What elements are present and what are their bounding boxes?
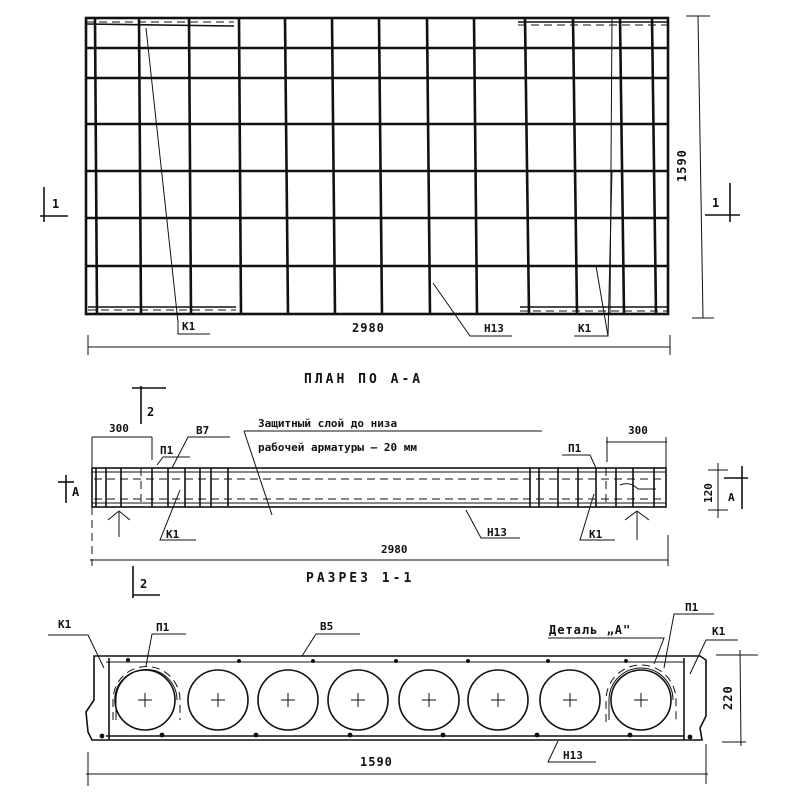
view-marker-a-left: А (58, 475, 80, 503)
end-zone-left-dimension: 300 (91, 422, 153, 467)
end-zone-right-dimension: 300 (606, 424, 667, 468)
plan-view: К1 Н13 К1 2980 1590 1 1 ПЛАН ПО А-А (40, 15, 740, 387)
void-2 (187, 669, 249, 731)
plan-width-label: 1590 (675, 149, 689, 182)
section-1-1-height-dimension: 120 (702, 463, 728, 518)
leader-note (243, 430, 273, 516)
void-4 (327, 669, 389, 731)
void-5 (398, 669, 460, 731)
plan-callout-n13: Н13 (484, 322, 504, 335)
s22-callout-k1-left: К1 (58, 618, 72, 631)
plan-length-label: 2980 (352, 321, 385, 335)
s11-callout-k1-right: К1 (589, 528, 603, 541)
svg-text:1590: 1590 (360, 755, 393, 769)
svg-text:2980: 2980 (381, 543, 408, 556)
section-2-2-height-dimension: 220 (716, 649, 758, 747)
section-2-2-width-dimension: 1590 (86, 744, 708, 786)
hollow-core-voids (114, 669, 672, 731)
section-1-1-stirrups-right (529, 468, 656, 507)
p1-loop-right (605, 664, 677, 722)
cover-note-line2: рабочей арматуры — 20 мм (258, 441, 417, 454)
view-marker-a-right: А (724, 466, 748, 509)
svg-text:120: 120 (702, 483, 715, 503)
void-3 (257, 669, 319, 731)
section-1-1-view: 2 2 А 300 300 (58, 386, 748, 598)
section-marker-1-right: 1 (705, 183, 740, 222)
s11-callout-p1-left: П1 (160, 444, 174, 457)
s22-callout-p1-left: П1 (156, 621, 170, 634)
svg-text:А: А (728, 491, 735, 504)
void-7 (539, 669, 601, 731)
plan-width-dimension: 1590 (675, 15, 714, 319)
svg-text:300: 300 (628, 424, 648, 437)
section-marker-1-left: 1 (40, 187, 68, 222)
s11-callout-p1-right: П1 (568, 442, 582, 455)
section-2-2-outline (85, 655, 707, 741)
support-arrows (107, 510, 650, 540)
section-1-1-title: РАЗРЕЗ 1-1 (306, 571, 414, 586)
section-marker-2-bottom: 2 (132, 566, 160, 598)
void-8 (610, 669, 672, 731)
plan-k1-frames (85, 21, 668, 312)
void-6 (467, 669, 529, 731)
p1-loop-left (112, 666, 181, 720)
plan-outline (84, 16, 670, 316)
cover-note-line1: Защитный слой до низа (258, 417, 397, 430)
leader-n13 (432, 282, 512, 337)
longitudinal-bar-dots (99, 658, 693, 740)
svg-text:1: 1 (712, 196, 720, 210)
s11-callout-v7: В7 (196, 424, 209, 437)
svg-text:А: А (72, 485, 80, 499)
section-1-1-outline (91, 467, 667, 508)
detail-a-label: Деталь „А" (549, 623, 631, 637)
plan-callout-k1-left: К1 (182, 320, 196, 333)
svg-text:300: 300 (109, 422, 129, 435)
plan-length-dimension: 2980 (87, 321, 671, 355)
section-2-2-view: К1 П1 В5 Деталь „А" П1 К1 Н13 220 1590 (48, 601, 758, 786)
svg-text:2: 2 (140, 577, 148, 591)
s22-callout-k1-right: К1 (712, 625, 726, 638)
section-marker-2-top: 2 (132, 386, 166, 424)
section-1-1-length-dimension: 2980 (90, 507, 669, 566)
plan-callout-k1-right: К1 (578, 322, 592, 335)
s22-callout-v5: В5 (320, 620, 333, 633)
plan-vertical-bars (93, 17, 658, 315)
leader-k1-left (145, 27, 179, 323)
s22-callout-n13: Н13 (563, 749, 583, 762)
s22-callout-p1-right: П1 (685, 601, 699, 614)
plan-horizontal-bars (86, 46, 668, 268)
svg-text:220: 220 (721, 685, 735, 710)
plan-title: ПЛАН ПО А-А (304, 372, 423, 387)
svg-text:2: 2 (147, 405, 155, 419)
svg-text:1: 1 (52, 197, 60, 211)
s11-callout-n13: Н13 (487, 526, 507, 539)
section-1-1-stirrups-left (95, 468, 229, 507)
s11-callout-k1-left: К1 (166, 528, 180, 541)
